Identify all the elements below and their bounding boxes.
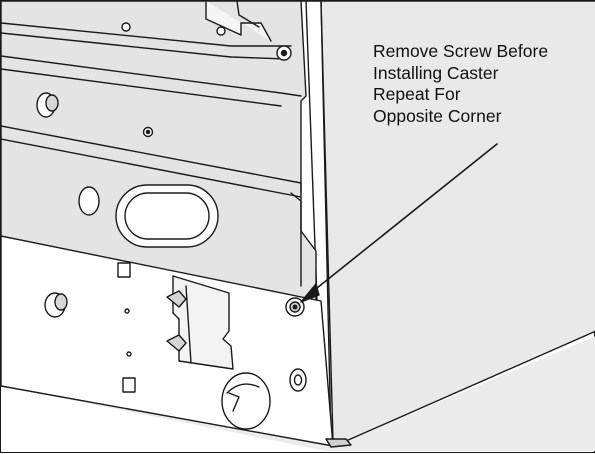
callout-line-4: Opposite Corner — [373, 105, 502, 126]
cabinet-foot — [325, 438, 352, 448]
bracket-hook-2 — [166, 334, 187, 352]
callout-text: Remove Screw Before Installing Caster Re… — [373, 41, 591, 127]
floor-shade — [1, 336, 595, 451]
plate-stud — [44, 292, 68, 318]
upper-stud — [36, 92, 59, 118]
cabinet-front-edge — [320, 1, 334, 442]
callout-arrowhead — [300, 283, 320, 303]
bracket-edge — [185, 285, 192, 364]
bracket-hook-1 — [166, 290, 187, 308]
rail-hole-2 — [216, 26, 226, 36]
top-screw-center — [280, 49, 288, 57]
round-hole — [78, 186, 100, 216]
panel-return — [290, 192, 302, 287]
square-slot-bottom — [122, 377, 136, 393]
handle-slot — [115, 184, 219, 248]
plate-dot-1 — [124, 308, 130, 314]
square-slot-top — [117, 262, 131, 278]
rail-hole — [121, 22, 131, 32]
panel-bend-3 — [1, 125, 302, 194]
top-rail-lower — [1, 32, 287, 60]
panel-bend-1 — [1, 55, 302, 97]
panel-bend-2 — [1, 68, 282, 107]
top-rail — [1, 22, 292, 47]
mounting-bracket — [172, 275, 234, 370]
callout-line-1: Remove Screw Before — [373, 41, 549, 61]
right-fitting — [289, 368, 307, 392]
top-bracket-tab — [236, 1, 260, 28]
round-knockout — [221, 372, 271, 430]
top-bracket — [205, 1, 272, 42]
panel-fastener-center — [145, 129, 151, 135]
caster-screw-icon — [285, 297, 305, 317]
plate-dot-2 — [126, 351, 132, 357]
callout-line-2: Installing Caster — [373, 62, 499, 83]
callout-line-3: Repeat For — [373, 84, 461, 104]
panel-bend-4 — [1, 138, 302, 198]
callout-leader-line — [311, 143, 498, 293]
